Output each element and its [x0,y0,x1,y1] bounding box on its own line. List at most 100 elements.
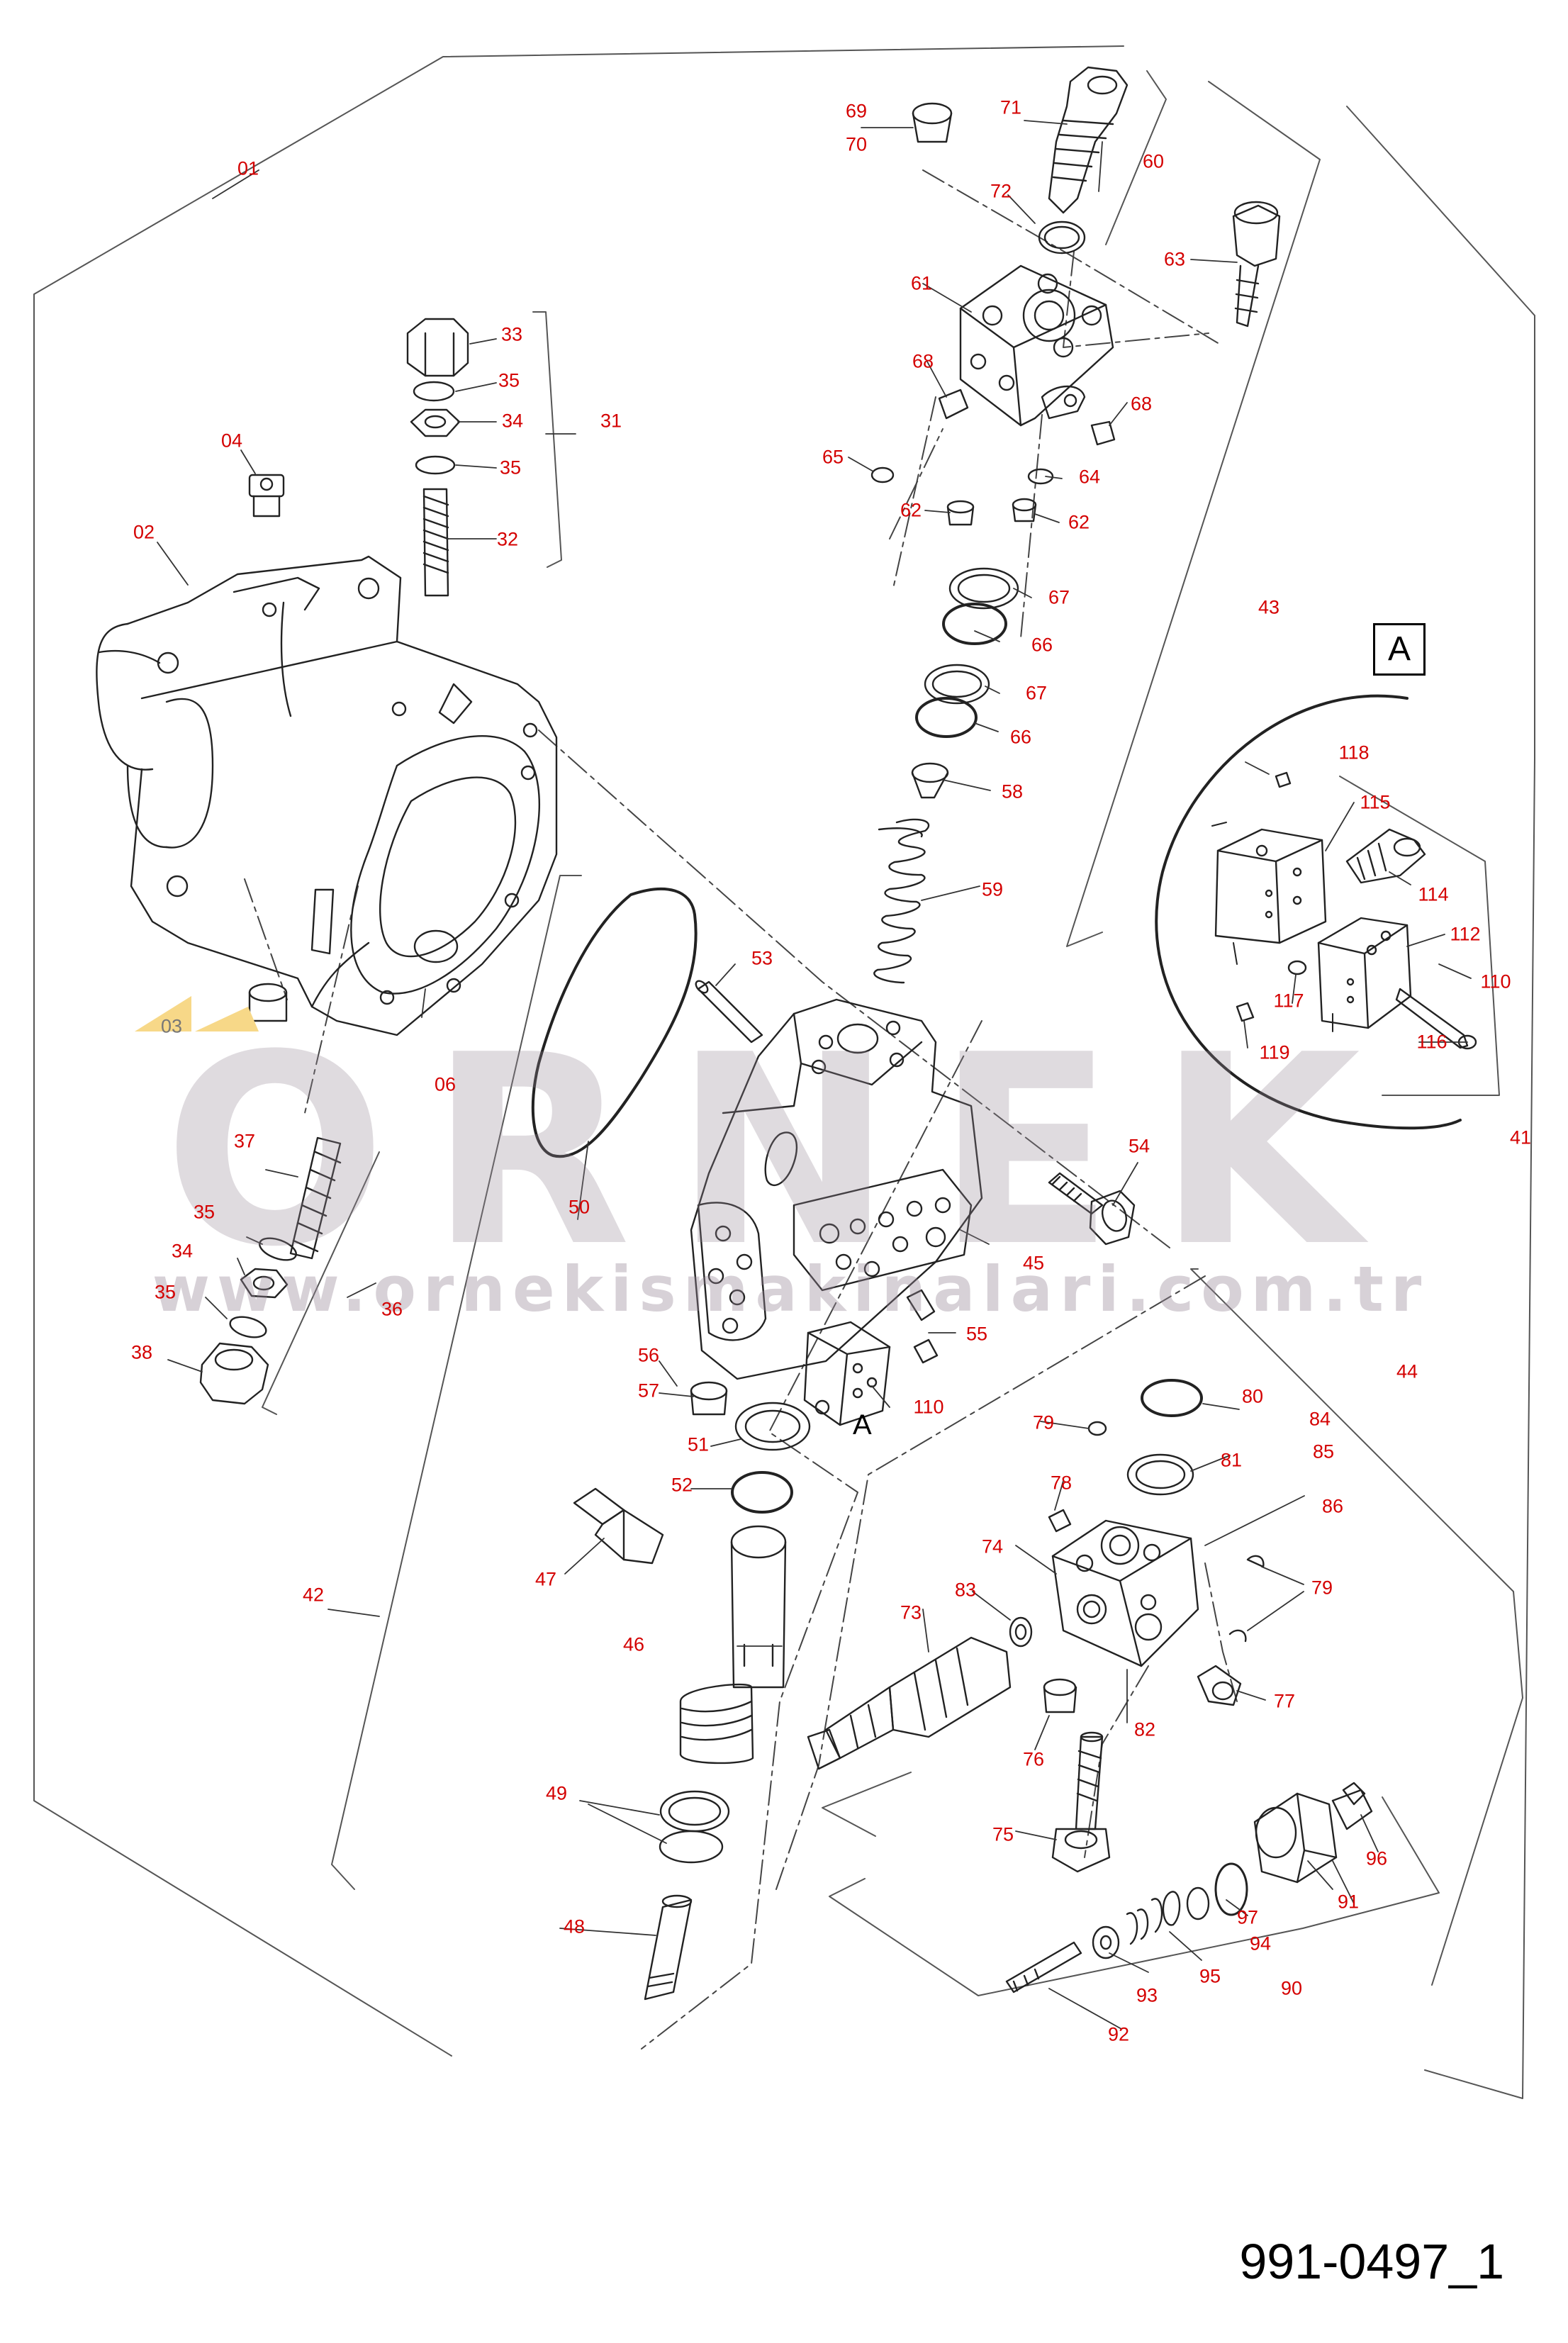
plug-56-57 [690,1381,728,1416]
callout-63: 63 [1163,248,1186,270]
callout-03: 03 [160,1015,183,1037]
detail-a-circle [1155,694,1462,1130]
callout-69: 69 [845,100,868,122]
group-outline-110-detail [1339,776,1500,1096]
callout-81: 81 [1220,1449,1243,1471]
callout-80: 80 [1241,1385,1264,1407]
callout-35a: 35 [498,369,520,391]
callout-61: 61 [910,272,933,294]
callout-56: 56 [637,1344,660,1366]
callout-71: 71 [999,96,1022,118]
callout-82: 82 [1133,1718,1156,1740]
drawing-number: 991-0497_1 [1239,2234,1504,2289]
callout-57: 57 [637,1380,660,1402]
callout-119: 119 [1259,1041,1290,1063]
bolt-63 [1232,201,1281,328]
plug-78 [1048,1509,1072,1533]
valve-71 [1048,66,1129,214]
callout-35d: 35 [154,1281,177,1303]
nut-34 [410,408,461,437]
callout-59: 59 [981,878,1004,900]
leader-lines [157,120,1472,2030]
washer-83 [1009,1616,1033,1648]
o-ring-66-lower [915,697,978,738]
pin-92 [1005,1941,1082,1993]
washer-94 [1186,1886,1210,1920]
callout-47: 47 [534,1568,557,1590]
callout-06: 06 [434,1073,457,1095]
callout-110a: 110 [913,1396,944,1418]
callout-86: 86 [1321,1495,1344,1517]
o-ring-35-lower [415,455,456,475]
ring-67-top [948,567,1019,610]
housing-02 [96,555,558,1036]
callout-48: 48 [563,1916,586,1937]
callout-66a: 66 [1031,634,1053,656]
group-outline-41 [1346,106,1535,2099]
highlight-marker [135,996,259,1031]
callout-85: 85 [1312,1441,1335,1463]
callout-62a: 62 [900,499,922,521]
o-ring-117 [1287,960,1307,975]
callout-94: 94 [1249,1933,1272,1955]
plug-62-right [1012,498,1037,522]
screw-118 [1275,771,1292,788]
block-74 [1051,1519,1199,1667]
ring-72 [1038,220,1086,255]
callout-31: 31 [600,410,622,432]
callout-76: 76 [1022,1748,1045,1770]
ring-67-lower [924,664,990,705]
callout-55: 55 [965,1323,988,1345]
detail-a-box: A [1373,623,1426,676]
plug-03 [248,983,288,1022]
group-outline-84 [822,1772,912,1837]
detail-lines [1211,822,1333,1032]
callout-32: 32 [496,528,519,550]
washer-93 [1092,1925,1120,1959]
callout-53: 53 [751,947,773,969]
o-ring-66-top [942,603,1007,645]
callout-41: 41 [1509,1126,1532,1148]
callout-42: 42 [302,1584,325,1606]
callout-04: 04 [220,430,243,452]
nut-38 [199,1342,269,1405]
callout-114: 114 [1418,883,1449,905]
callout-67a: 67 [1048,586,1070,608]
callout-45: 45 [1022,1252,1045,1274]
callout-84: 84 [1309,1408,1331,1430]
ring-51 [734,1402,811,1451]
screw-32 [422,488,449,597]
callout-68b: 68 [1130,393,1153,415]
callout-49: 49 [545,1782,568,1804]
callout-72: 72 [990,180,1012,202]
plug-77 [1197,1665,1242,1706]
block-61 [959,264,1114,427]
callout-73: 73 [900,1601,922,1623]
screw-68-right [1090,420,1116,446]
block-110-installed [803,1321,891,1426]
callout-36: 36 [381,1298,403,1320]
group-outline-42 [331,875,582,1890]
callout-83: 83 [954,1579,977,1601]
plug-69-70 [912,102,953,143]
callout-33: 33 [500,323,523,345]
callout-34a: 34 [501,410,524,432]
callout-95: 95 [1199,1965,1221,1987]
pin-47 [573,1487,664,1565]
o-ring-79-top [1087,1421,1107,1436]
callout-51: 51 [687,1433,710,1455]
callout-115: 115 [1360,791,1391,813]
callout-52: 52 [671,1474,693,1496]
callout-70: 70 [845,133,868,155]
callout-79a: 79 [1032,1411,1055,1433]
callout-110b: 110 [1480,971,1511,992]
detail-a-reference: A [853,1409,872,1441]
o-ring-65 [870,466,895,483]
callout-02: 02 [133,521,155,543]
callout-91: 91 [1337,1891,1360,1913]
plug-33 [406,318,469,377]
plug-04 [248,474,285,518]
o-ring-35-b [229,1316,267,1338]
bolt-54 [1048,1172,1136,1246]
